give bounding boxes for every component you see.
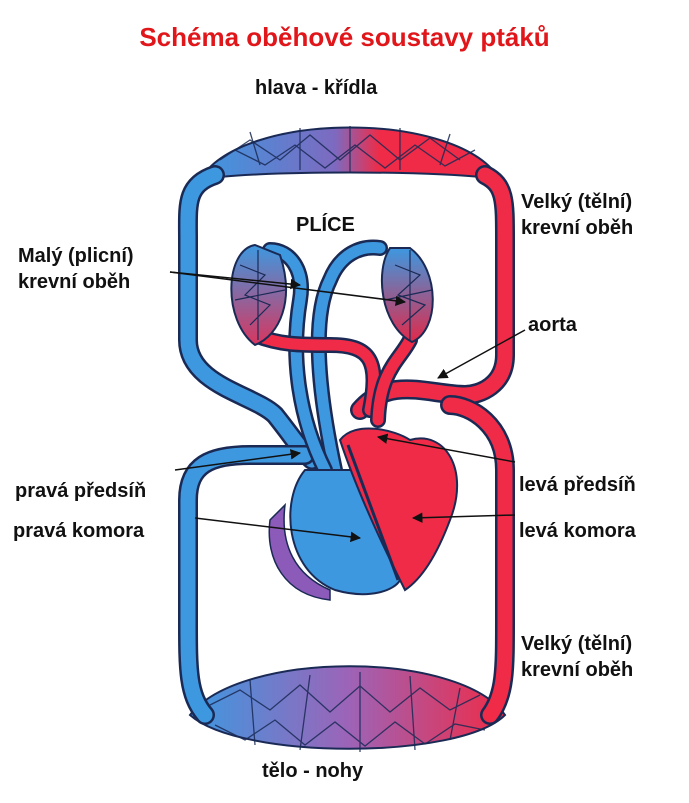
label-big-circulation-bottom: Velký (tělní) krevní oběh — [521, 631, 633, 683]
label-head-wings: hlava - křídla — [255, 77, 378, 99]
head-capillary-bed — [197, 126, 503, 182]
label-big-circulation-bottom-line2: krevní oběh — [521, 659, 634, 681]
label-small-circulation-line1: Malý (plicní) — [18, 245, 134, 267]
systemic-veins — [177, 165, 322, 725]
label-big-circulation-top-line1: Velký (tělní) — [521, 191, 633, 213]
left-atrium-pointer — [376, 433, 516, 463]
left-lung — [230, 243, 287, 347]
right-atrium-pointer — [174, 449, 302, 471]
right-lung — [380, 247, 434, 344]
label-right-atrium: pravá předsíň — [15, 480, 147, 502]
label-body-legs: tělo - nohy — [262, 760, 364, 782]
body-capillary-bed — [188, 665, 507, 752]
aorta-pointer — [437, 329, 526, 379]
right-ventricle-pointer — [194, 517, 362, 543]
label-small-circulation-line2: krevní oběh — [18, 271, 131, 293]
label-big-circulation-bottom-line1: Velký (tělní) — [521, 633, 633, 655]
label-big-circulation-top: Velký (tělní) krevní oběh — [521, 189, 633, 241]
pulmonary-vessels — [247, 239, 418, 478]
pointer-lines — [169, 271, 526, 543]
small-circ-pointer-b — [169, 271, 407, 307]
label-big-circulation-top-line2: krevní oběh — [521, 217, 634, 239]
label-aorta: aorta — [528, 314, 577, 336]
label-left-ventricle: levá komora — [519, 520, 636, 542]
label-small-circulation: Malý (plicní) krevní oběh — [18, 243, 134, 295]
label-lungs: PLÍCE — [296, 214, 355, 236]
systemic-arteries — [350, 165, 515, 725]
left-ventricle-pointer — [411, 512, 516, 523]
heart — [268, 427, 459, 601]
diagram-title: Schéma oběhové soustavy ptáků — [139, 22, 550, 52]
label-left-atrium: levá předsíň — [519, 474, 636, 496]
label-right-ventricle: pravá komora — [13, 520, 145, 542]
